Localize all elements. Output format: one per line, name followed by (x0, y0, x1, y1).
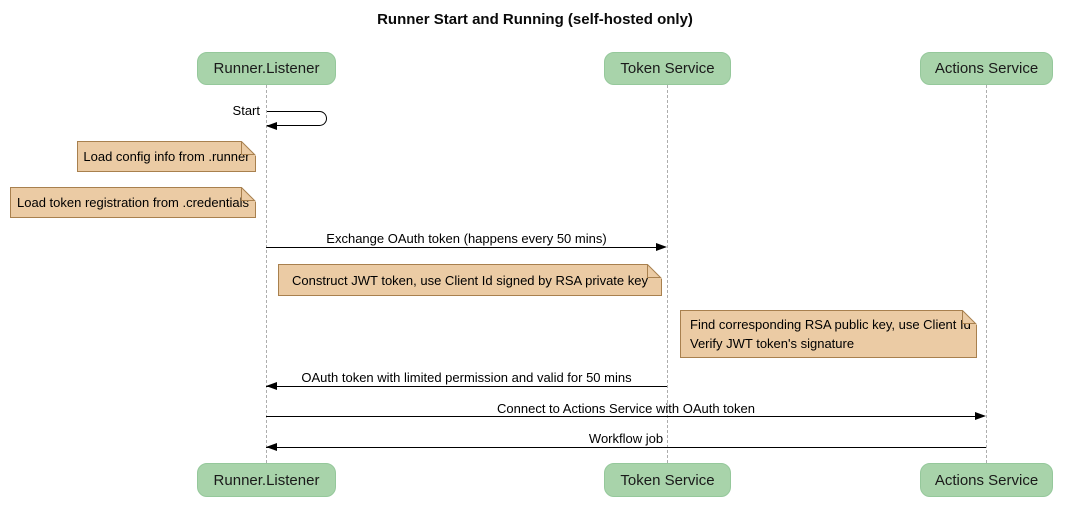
message-label-exchange-oauth: Exchange OAuth token (happens every 50 m… (326, 231, 607, 246)
message-label-oauth-token-back: OAuth token with limited permission and … (301, 370, 632, 385)
message-line (266, 386, 667, 388)
message-label-connect-actions: Connect to Actions Service with OAuth to… (497, 401, 755, 416)
note-text: Construct JWT token, use Client Id signe… (292, 272, 648, 288)
participant-bottom-runner-listener: Runner.Listener (197, 463, 336, 497)
participant-top-token-service: Token Service (604, 52, 731, 85)
arrowhead-right-icon (975, 412, 986, 420)
message-line (266, 416, 975, 418)
message-line (266, 247, 656, 249)
participant-label: Runner.Listener (213, 471, 320, 489)
note-fold-icon (241, 141, 256, 156)
participant-label: Actions Service (934, 471, 1039, 489)
note-fold-icon (647, 264, 662, 279)
lifeline-actions-service (986, 85, 987, 463)
diagram-title: Runner Start and Running (self-hosted on… (377, 11, 693, 28)
note-fold-icon (241, 187, 256, 202)
lifeline-runner-listener (266, 85, 267, 463)
participant-label: Actions Service (934, 60, 1039, 77)
arrowhead-left-icon (266, 382, 277, 390)
lifeline-token-service (667, 85, 668, 463)
note-text-line1: Find corresponding RSA public key, use C… (690, 317, 971, 332)
message-label-start: Start (232, 103, 260, 118)
note-text: Load config info from .runner (83, 149, 250, 164)
arrowhead-left-icon (266, 122, 277, 130)
participant-top-actions-service: Actions Service (920, 52, 1053, 85)
message-label-workflow-job: Workflow job (588, 431, 664, 446)
arrowhead-right-icon (656, 243, 667, 251)
note-construct-jwt: Construct JWT token, use Client Id signe… (278, 264, 662, 296)
note-text: Load token registration from .credential… (17, 195, 249, 210)
note-fold-icon (962, 310, 977, 325)
message-line (266, 447, 986, 449)
note-verify-jwt: Find corresponding RSA public key, use C… (680, 310, 977, 358)
self-message-loop (267, 111, 327, 126)
participant-label: Runner.Listener (213, 60, 320, 77)
note-load-config: Load config info from .runner (77, 141, 256, 172)
note-load-token-registration: Load token registration from .credential… (10, 187, 256, 218)
participant-label: Token Service (620, 471, 715, 489)
participant-label: Token Service (620, 60, 715, 77)
participant-bottom-actions-service: Actions Service (920, 463, 1053, 497)
note-text-line2: Verify JWT token's signature (690, 336, 855, 351)
arrowhead-left-icon (266, 443, 277, 451)
participant-bottom-token-service: Token Service (604, 463, 731, 497)
participant-top-runner-listener: Runner.Listener (197, 52, 336, 85)
